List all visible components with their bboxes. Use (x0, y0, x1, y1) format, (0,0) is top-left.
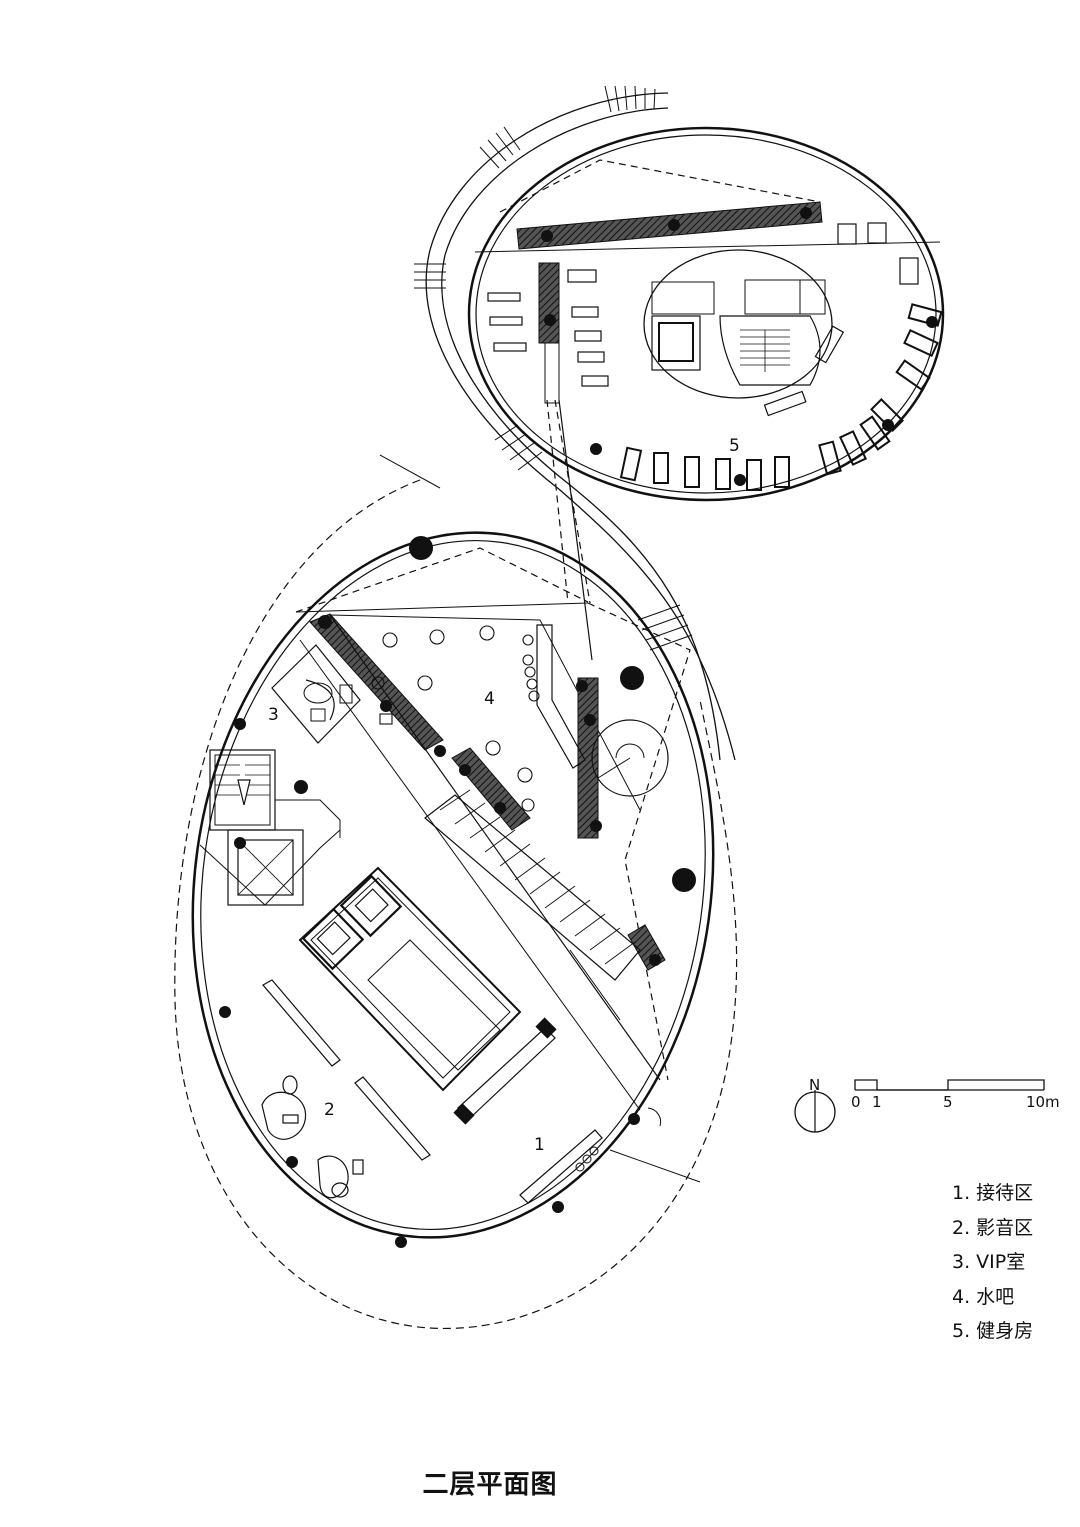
grand-stair (424, 789, 641, 1021)
walkway-steps (414, 85, 693, 651)
room-number-2: 2 (324, 1100, 335, 1120)
north-arrow: N (794, 1076, 836, 1133)
scale-unit: m (1045, 1093, 1060, 1111)
legend-item-4: 4. 水吧 (952, 1285, 1015, 1308)
bridge (546, 399, 593, 661)
treadmills (619, 303, 943, 491)
room-number-3: 3 (268, 705, 279, 725)
room-legend: 1. 接待区 2. 影音区 3. VIP室 4. 水吧 5. 健身房 (952, 1176, 1033, 1349)
scale-tick-1: 1 (872, 1093, 882, 1111)
cafe-tables (371, 625, 540, 812)
scale-tick-10: 10 (1026, 1093, 1045, 1111)
scale-tick-5: 5 (943, 1093, 953, 1111)
upper-building (414, 85, 945, 761)
legend-item-2: 2. 影音区 (952, 1216, 1034, 1239)
north-label: N (809, 1076, 820, 1094)
scale-tick-0: 0 (851, 1093, 861, 1111)
legend-item-1: 1. 接待区 (952, 1182, 1034, 1204)
lower-building (174, 454, 738, 1330)
lounge-seating (261, 1075, 364, 1199)
scale-bar (854, 1079, 1045, 1091)
legend-item-5: 5. 健身房 (952, 1320, 1034, 1342)
exercise-machines (567, 222, 919, 387)
legend-item-3: 3. VIP室 (952, 1251, 1026, 1273)
room-number-4: 4 (484, 689, 495, 709)
drawing-title: 二层平面图 (422, 1470, 558, 1500)
room-number-1: 1 (534, 1135, 545, 1155)
room-number-5: 5 (729, 436, 740, 456)
